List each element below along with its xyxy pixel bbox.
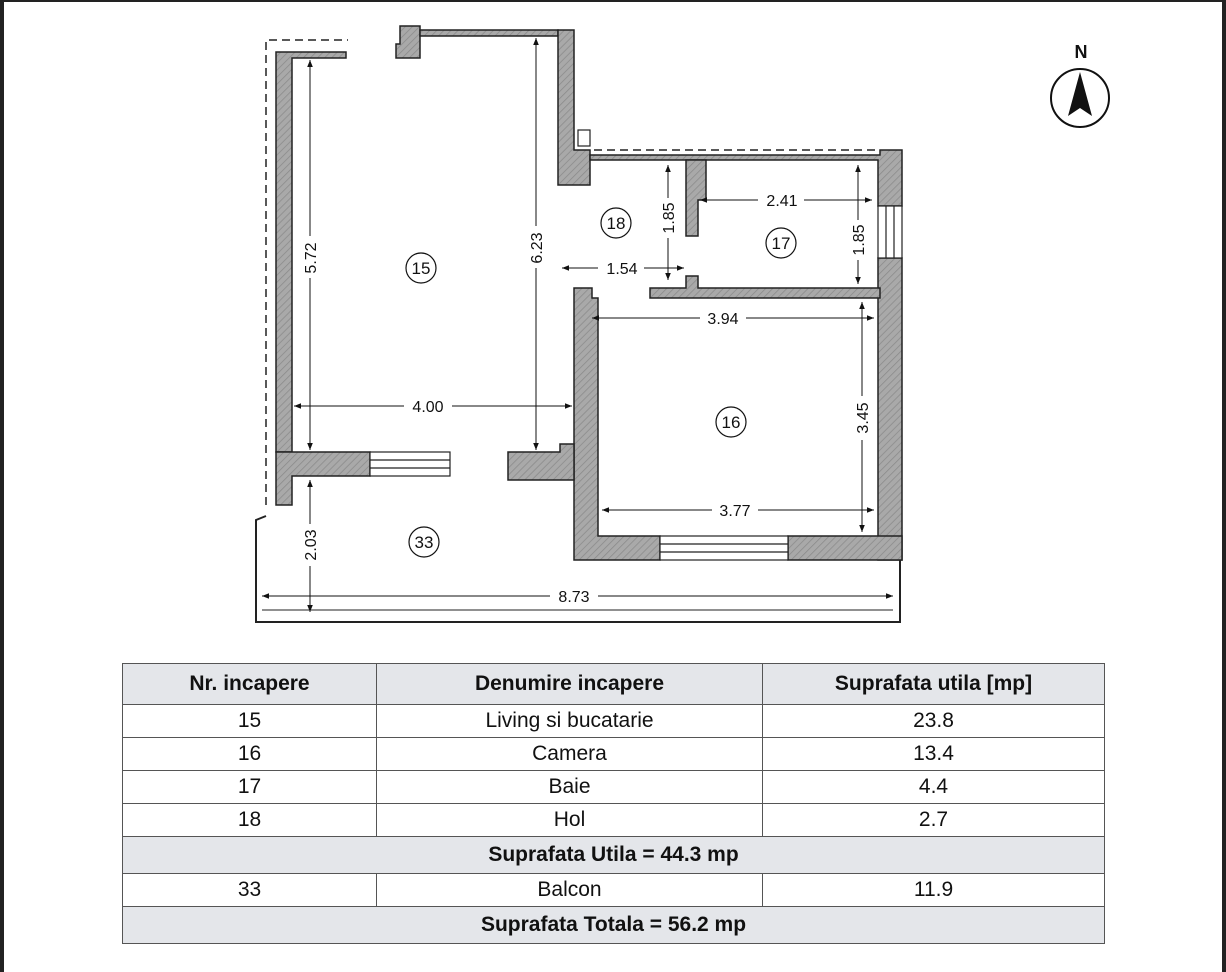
cell-area: 23.8: [762, 704, 1105, 738]
room-label-16: 16: [722, 413, 741, 432]
dim-377: 3.77: [719, 503, 750, 520]
cell-area: 13.4: [762, 737, 1105, 771]
room-label-17: 17: [772, 234, 791, 253]
header-name: Denumire incapere: [376, 663, 763, 705]
dim-400: 4.00: [412, 399, 443, 416]
cell-nr: 18: [122, 803, 377, 837]
wall-bath-bottom: [649, 275, 881, 299]
dim-394: 3.94: [707, 311, 738, 328]
compass-label: N: [1075, 42, 1088, 62]
table-row: 33 Balcon 11.9: [122, 873, 1105, 907]
cell-area: 11.9: [762, 873, 1105, 907]
rooms-table: Nr. incapere Denumire incapere Suprafata…: [122, 663, 1105, 944]
table-header-row: Nr. incapere Denumire incapere Suprafata…: [122, 663, 1105, 705]
balcony-outline: [255, 515, 901, 623]
dim-185-hall: 1.85: [661, 202, 678, 233]
dimension-labels: 5.72 6.23 4.00 1.85 2.41 1.85 1.54 3.94 …: [300, 190, 872, 606]
window-camera-bottom: [659, 535, 789, 561]
wall-camera-bottom-right: [787, 535, 903, 561]
summary-utila: Suprafata Utila = 44.3 mp: [122, 836, 1105, 874]
dim-203: 2.03: [303, 529, 320, 560]
table-row: 16 Camera 13.4: [122, 737, 1105, 771]
summary-totala-row: Suprafata Totala = 56.2 mp: [122, 906, 1105, 944]
cell-nr: 15: [122, 704, 377, 738]
dim-572: 5.72: [303, 242, 320, 273]
dim-154: 1.54: [606, 261, 637, 278]
wall-bath-top: [589, 149, 903, 207]
wall-camera-left: [573, 287, 661, 561]
wall-top-middle: [419, 29, 559, 37]
wall-top-pier: [395, 25, 421, 59]
compass-north-icon: N: [1050, 42, 1110, 128]
cell-area: 4.4: [762, 770, 1105, 804]
cell-area: 2.7: [762, 803, 1105, 837]
cell-nr: 33: [122, 873, 377, 907]
outer-dashed-outline: [265, 39, 878, 505]
walls: [275, 25, 903, 561]
dim-623: 6.23: [529, 232, 546, 263]
floor-plan: 5.72 6.23 4.00 1.85 2.41 1.85 1.54 3.94 …: [255, 25, 1110, 623]
dim-185-bath: 1.85: [851, 224, 868, 255]
room-label-15: 15: [412, 259, 431, 278]
table-row: 17 Baie 4.4: [122, 770, 1105, 804]
cell-name: Hol: [376, 803, 763, 837]
room-labels: [405, 207, 797, 558]
dim-345: 3.45: [855, 402, 872, 433]
cell-name: Balcon: [376, 873, 763, 907]
wall-bath-right: [877, 257, 903, 561]
table-row: 18 Hol 2.7: [122, 803, 1105, 837]
window-living-bottom: [369, 451, 451, 477]
cell-name: Camera: [376, 737, 763, 771]
cell-nr: 16: [122, 737, 377, 771]
summary-totala: Suprafata Totala = 56.2 mp: [122, 906, 1105, 944]
room-label-18: 18: [607, 214, 626, 233]
wall-bath-partition: [685, 159, 707, 237]
room-label-33: 33: [415, 533, 434, 552]
summary-utila-row: Suprafata Utila = 44.3 mp: [122, 836, 1105, 874]
header-nr: Nr. incapere: [122, 663, 377, 705]
dim-873: 8.73: [558, 589, 589, 606]
cell-name: Baie: [376, 770, 763, 804]
small-vent: [577, 129, 591, 147]
header-area: Suprafata utila [mp]: [762, 663, 1105, 705]
wall-left-bottom: [275, 451, 371, 506]
window-bath-right: [877, 205, 903, 259]
dim-241: 2.41: [766, 193, 797, 210]
wall-middle-pier: [507, 443, 575, 481]
table-row: 15 Living si bucatarie 23.8: [122, 704, 1105, 738]
cell-nr: 17: [122, 770, 377, 804]
wall-living-right: [557, 29, 591, 186]
windows: [369, 129, 903, 561]
cell-name: Living si bucatarie: [376, 704, 763, 738]
